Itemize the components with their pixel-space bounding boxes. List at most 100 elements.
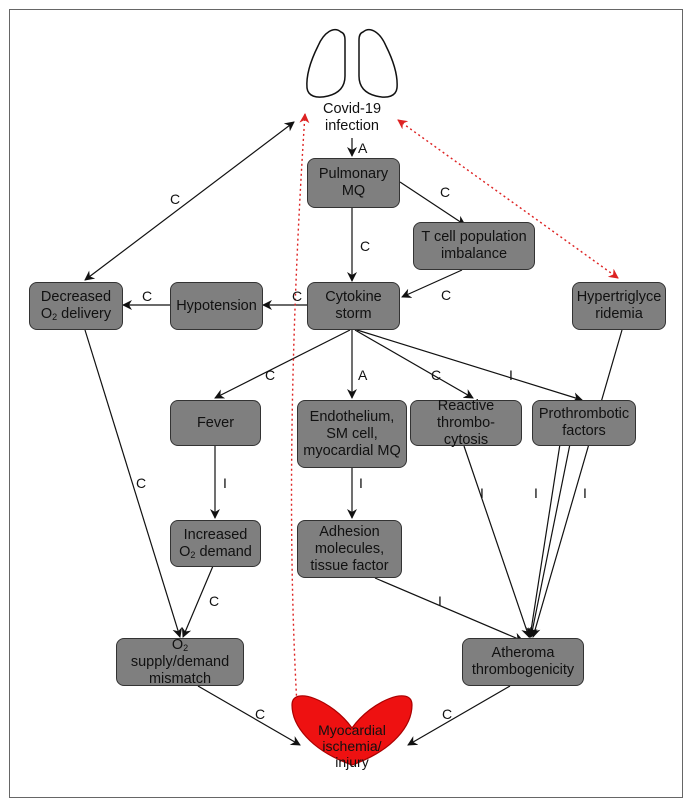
node-fever: Fever: [170, 400, 261, 446]
decreased-o2-sub: 2: [52, 312, 58, 322]
edge-infection-decreased: [84, 121, 295, 281]
supply-line1-rest: supply/demand: [130, 653, 230, 670]
infection-label: Covid-19 infection: [292, 101, 412, 135]
hypertrig-line2: ridemia: [595, 306, 643, 322]
node-endothelium: Endothelium,SM cell,myocardial MQ: [297, 400, 407, 468]
increased-line2: O2 demand: [179, 544, 252, 561]
decreased-line2-rest: delivery: [57, 306, 112, 322]
edge-atheroma-heart: [407, 685, 511, 746]
edge-decreased-supply: [84, 329, 183, 638]
heart-line1: Myocardial: [318, 722, 386, 738]
increased-line2-rest: demand: [195, 543, 252, 560]
edge-label-supply-heart: C: [255, 706, 266, 722]
supply-line2: mismatch: [148, 670, 212, 687]
decreased-line2: O2 delivery: [41, 306, 111, 323]
edge-infection-hypertrig: [397, 119, 619, 279]
cytokine-line1: Cytokine: [325, 289, 382, 305]
edge-label-reactive-atheroma: I: [480, 485, 484, 501]
edge-label-fever-increased: I: [223, 475, 227, 491]
node-o2-supply-demand-mismatch: O2 supply/demand mismatch: [116, 637, 244, 687]
edge-label-hypertrig-atheroma: I: [583, 485, 587, 501]
edge-label-endothelium-adhesion: I: [359, 475, 363, 491]
edge-prothrombotic-atheroma-1: [526, 443, 561, 638]
edge-hypertrig-atheroma: [530, 329, 623, 638]
edge-label-pulmonary-cytokine: C: [360, 238, 371, 254]
edge-cytokine-reactive: [354, 329, 474, 399]
edge-adhesion-atheroma: [374, 577, 524, 643]
pulmonary-line2: MQ: [341, 183, 366, 199]
node-decreased-o2: Decreased O2 delivery: [29, 282, 123, 330]
decreased-line1: Decreased: [40, 289, 112, 305]
prothrombotic-line1: Prothrombotic: [538, 406, 630, 422]
infection-line1: Covid-19: [322, 101, 382, 117]
supply-o2-prefix: O: [171, 636, 184, 653]
edge-supply-heart: [197, 685, 301, 746]
tcell-line2: imbalance: [440, 246, 508, 262]
edge-label-infection-pulmonary: A: [358, 140, 368, 156]
reactive-line1: Reactive: [437, 397, 495, 414]
tcell-line1: T cell population: [421, 229, 527, 245]
node-hypotension: Hypotension: [170, 282, 263, 330]
edge-prothrombotic-atheroma-2: [527, 443, 571, 638]
hypotension-line1: Hypotension: [176, 297, 257, 314]
edge-label-prothrombotic-atheroma: I: [534, 485, 538, 501]
atheroma-line1: Atheroma: [491, 645, 555, 661]
edge-reactive-atheroma: [463, 445, 531, 638]
endothelium-line1: Endothelium,: [309, 408, 395, 425]
reactive-line2: thrombo-cytosis: [436, 414, 496, 448]
endothelium-line3: myocardial MQ: [303, 442, 401, 459]
edge-label-increased-supply: C: [209, 593, 220, 609]
edge-label-infection-decreased: C: [170, 191, 181, 207]
supply-line1: O2 supply/demand: [121, 637, 239, 671]
supply-o2-sub: 2: [183, 642, 189, 653]
infection-line2: infection: [324, 118, 379, 134]
edge-cytokine-fever: [214, 329, 351, 399]
edge-pulmonary-tcell: [399, 181, 466, 226]
pulmonary-line1: Pulmonary: [318, 166, 389, 182]
edge-label-decreased-supply: C: [136, 475, 147, 491]
adhesion-line2: molecules,: [314, 540, 385, 557]
heart-shape: [291, 695, 413, 766]
edge-label-atheroma-heart: C: [442, 706, 453, 722]
edge-label-adhesion-atheroma: I: [438, 593, 442, 609]
edge-label-cytokine-endothelium: A: [358, 367, 368, 383]
endothelium-line2: SM cell,: [326, 425, 378, 442]
increased-o2-sub: 2: [190, 549, 196, 560]
heart-line3: injury: [335, 754, 369, 770]
edge-cytokine-prothrombotic: [356, 329, 583, 403]
atheroma-line2: thrombogenicity: [471, 662, 575, 678]
edge-increased-supply: [181, 565, 214, 638]
edge-infection-heart: [290, 113, 310, 723]
heart-label: Myocardial ischemia/ injury: [302, 722, 402, 770]
edge-label-pulmonary-tcell: C: [440, 184, 451, 200]
edge-label-cytokine-fever: C: [265, 367, 276, 383]
increased-line1: Increased: [183, 526, 248, 543]
edge-tcell-cytokine: [401, 269, 463, 298]
node-increased-o2-demand: Increased O2 demand: [170, 520, 261, 567]
heart-line2: ischemia/: [322, 738, 382, 754]
hypertrig-line1: Hypertriglyce: [576, 289, 662, 305]
cytokine-line2: storm: [335, 306, 372, 322]
edge-label-cytokine-reactive: C: [431, 367, 442, 383]
edge-label-hypotension-decreased: C: [142, 288, 153, 304]
prothrombotic-line2: factors: [562, 423, 606, 439]
diagram-canvas: [84, 28, 623, 766]
edge-label-tcell-cytokine: C: [441, 287, 452, 303]
increased-o2-prefix: O: [179, 543, 191, 560]
fever-line1: Fever: [196, 414, 235, 431]
edge-label-cytokine-prothrombotic: I: [509, 367, 513, 383]
lungs-icon: [306, 28, 398, 98]
adhesion-line3: tissue factor: [310, 557, 389, 574]
adhesion-line1: Adhesion: [319, 523, 380, 540]
edge-label-cytokine-hypotension: C: [292, 288, 303, 304]
decreased-o2-prefix: O: [40, 306, 53, 322]
